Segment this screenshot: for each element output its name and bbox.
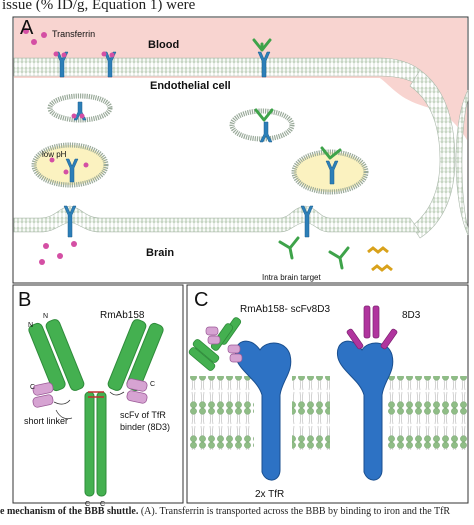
legend-transferrin-label: Transferrin xyxy=(52,29,95,39)
panel-b-letter: B xyxy=(18,289,31,311)
scfv-label-line1: scFv of TfR xyxy=(120,410,166,420)
panel-b: B RmAb158 N N C C C C short linker scFv … xyxy=(12,284,184,508)
panel-a: A Transferrin Blood Endothelial cell low… xyxy=(12,16,469,284)
c-terminus-bottom-1: C xyxy=(85,501,90,508)
construct-rmab158-scfv8d3-label: RmAb158- scFv8D3 xyxy=(240,304,330,315)
header-text: issue (% ID/g, Equation 1) were xyxy=(2,0,196,13)
caption-bold: e mechanism of the BBB shuttle. xyxy=(0,506,139,517)
antibody-8d3-label: 8D3 xyxy=(402,310,421,321)
scfv-label-line2: binder (8D3) xyxy=(120,422,170,432)
c-terminus-bottom-2: C xyxy=(100,501,105,508)
c-terminus-left: C xyxy=(30,384,35,391)
antibody-rmab158-label: RmAb158 xyxy=(100,310,145,321)
intra-brain-target-label: Intra brain target xyxy=(262,273,321,282)
panel-c: C RmAb158- scFv8D3 8D3 2x TfR xyxy=(186,284,469,504)
endothelial-cell-label: Endothelial cell xyxy=(150,80,231,92)
short-linker-label: short linker xyxy=(24,416,68,426)
panel-a-letter: A xyxy=(20,17,34,39)
brain-label: Brain xyxy=(146,247,174,259)
blood-label: Blood xyxy=(148,39,179,51)
n-terminus-left-2: N xyxy=(43,313,48,320)
panel-c-letter: C xyxy=(194,289,208,311)
receptor-2x-tfr-label: 2x TfR xyxy=(255,489,284,500)
caption-rest: (A). Transferrin is transported across t… xyxy=(138,506,451,517)
n-terminus-left-1: N xyxy=(28,322,33,329)
figure-caption: e mechanism of the BBB shuttle. (A). Tra… xyxy=(0,506,450,517)
c-terminus-right: C xyxy=(150,381,155,388)
low-ph-label: low pH xyxy=(42,150,67,159)
